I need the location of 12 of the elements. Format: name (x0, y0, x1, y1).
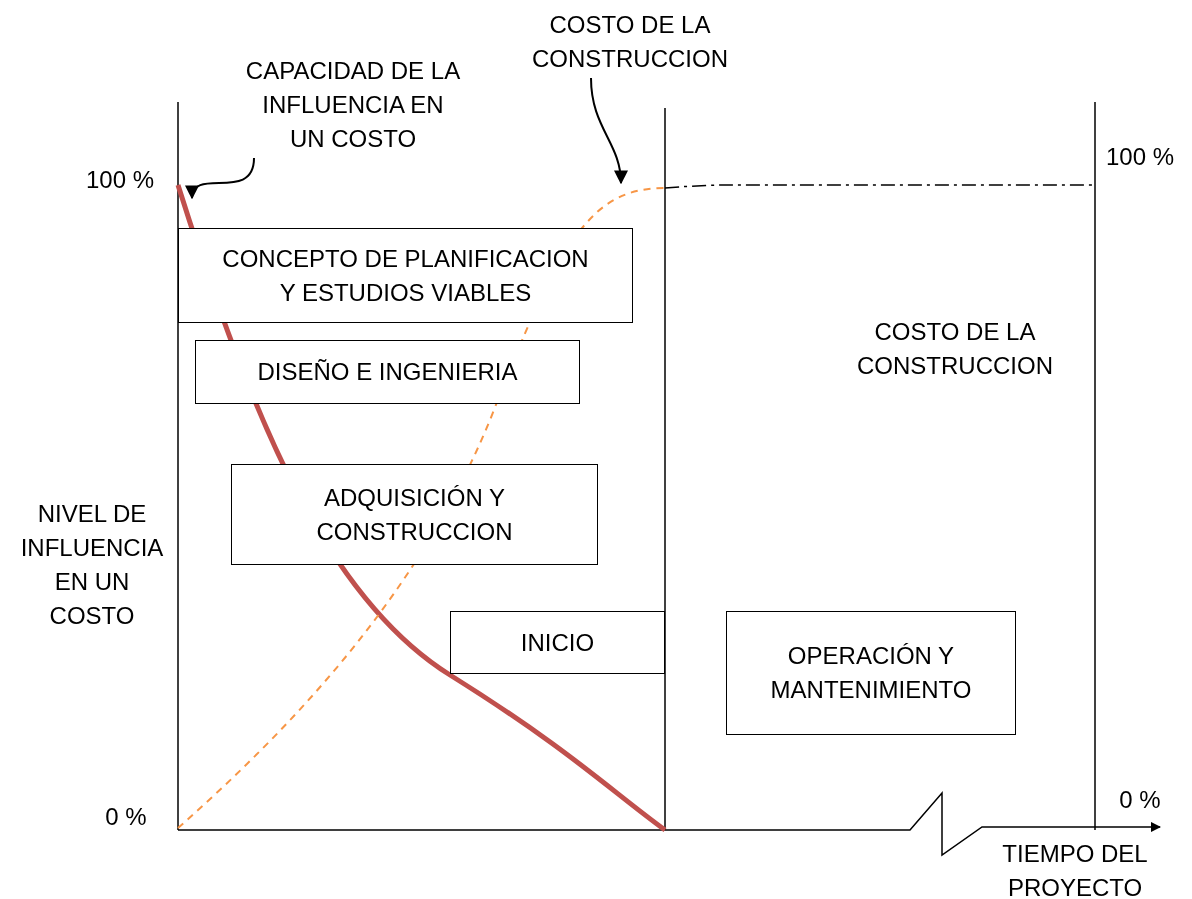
axis-title: NIVEL DE INFLUENCIA EN UN COSTO (19, 499, 165, 631)
percent-label: 0 % (104, 802, 148, 832)
callout-text: COSTO DE LA CONSTRUCCION (510, 8, 750, 76)
axis-title: TIEMPO DEL PROYECTO (1001, 839, 1149, 899)
phase-box: OPERACIÓN Y MANTENIMIENTO (726, 611, 1016, 735)
region-label: COSTO DE LA CONSTRUCCION (856, 317, 1054, 381)
percent-label: 100 % (84, 165, 156, 195)
percent-label: 100 % (1104, 142, 1176, 172)
leader-arrow (187, 157, 255, 200)
callout-text: CAPACIDAD DE LA INFLUENCIA EN UN COSTO (244, 54, 462, 156)
leader-arrow (590, 77, 628, 185)
percent-label: 0 % (1118, 785, 1162, 815)
